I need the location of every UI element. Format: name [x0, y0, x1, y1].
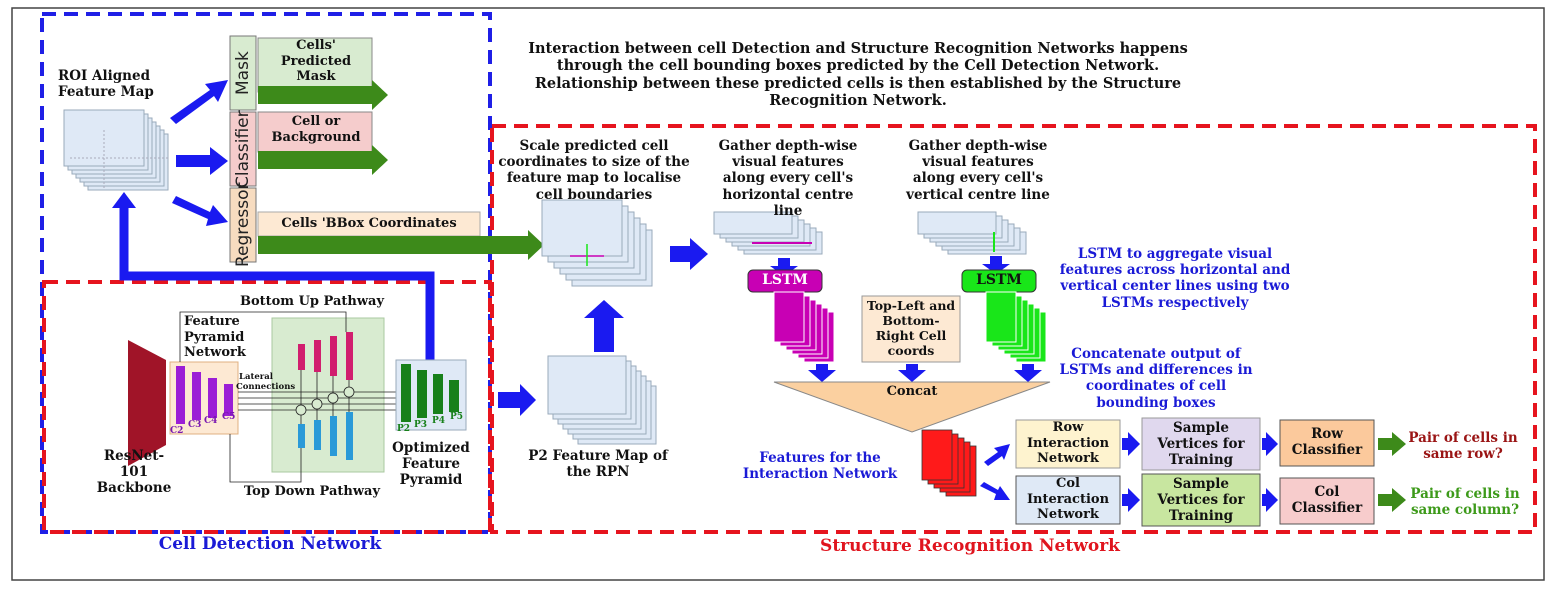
outer-frame: [11, 7, 1545, 581]
gather-vertical-label: Gather depth-wise visual features along …: [906, 138, 1050, 203]
fpn-label: Feature Pyramid Network: [184, 314, 246, 361]
regressor-head-box: [229, 187, 257, 263]
mask-output-box: [257, 37, 373, 93]
roi-to-head-arrows: [170, 80, 228, 226]
scale-text: Scale predicted cell coordinates to size…: [498, 138, 690, 203]
row-sample-box: [1141, 417, 1261, 471]
pipeline-arrows: [1122, 432, 1278, 512]
regressor-head-label: Regressor: [233, 182, 253, 268]
classifier-head-label: Classifier: [233, 110, 253, 188]
features-label: Features for the Interaction Network: [742, 450, 898, 483]
interaction-feature-stack: [921, 429, 977, 497]
lstm-v-arrow: [982, 256, 1010, 274]
mask-head-label: Mask: [233, 51, 253, 95]
optimized-label: Optimized Feature Pyramid: [392, 440, 470, 489]
top-down-label: Top Down Pathway: [243, 484, 381, 499]
c2-label: C2: [170, 426, 184, 436]
structure-recognition-border: [490, 124, 1537, 534]
lateral-label: Lateral Connections: [236, 372, 296, 393]
lstm-horizontal-label: LSTM: [762, 272, 808, 288]
lstm-h-output-stack: [773, 291, 835, 363]
row-output-label: Pair of cells in same row?: [1408, 430, 1518, 463]
coords-box: [861, 295, 961, 363]
vertical-gather-stack: [917, 211, 1027, 255]
classifier-output-box: [257, 111, 373, 153]
p2-up-arrow: [584, 300, 624, 352]
col-sample-label: Sample Vertices for Training: [1157, 476, 1245, 525]
col-sample-box: [1141, 473, 1261, 527]
p2-label: P2: [397, 424, 411, 434]
c-level-bars: [176, 366, 233, 424]
lstm-h-arrow: [770, 258, 798, 276]
p2-map-label: P2 Feature Map of the RPN: [528, 448, 668, 481]
c3-label: C3: [188, 420, 202, 430]
col-classifier-box: [1279, 477, 1375, 525]
mask-output-label: Cells' Predicted Mask: [280, 38, 352, 85]
row-interaction-box: [1015, 419, 1121, 469]
gather-horizontal-label: Gather depth-wise visual features along …: [718, 138, 858, 219]
bottom-up-label: Bottom Up Pathway: [239, 294, 385, 309]
output-arrows: [1378, 432, 1406, 512]
c4-label: C4: [204, 416, 218, 426]
bottom-up-bars: [298, 332, 353, 380]
lstm-v-output-stack: [985, 291, 1047, 363]
pathway-box: [271, 317, 385, 473]
backbone-label: ResNet-101 Backbone: [96, 448, 172, 497]
c5-label: C5: [222, 412, 236, 422]
col-interaction-box: [1015, 475, 1121, 525]
scaled-feature-map: [541, 199, 653, 287]
fpn-connectors: [179, 311, 400, 483]
roi-label: ROI Aligned Feature Map: [58, 68, 154, 101]
roi-feature-map: [63, 109, 169, 191]
p4-label: P4: [432, 416, 446, 426]
structure-recognition-title: Structure Recognition Network: [820, 536, 1120, 556]
row-classifier-box: [1279, 419, 1375, 467]
lstm-note: LSTM to aggregate visual features across…: [1059, 246, 1291, 311]
coords-label: Top-Left and Bottom-Right Cell coords: [866, 298, 956, 358]
concat-label: Concat: [886, 384, 938, 399]
p3-label: P3: [414, 420, 428, 430]
concat-input-arrows: [808, 364, 1042, 382]
row-sample-label: Sample Vertices for Training: [1157, 420, 1245, 469]
lstm-vertical-label: LSTM: [976, 272, 1022, 288]
to-gather-arrow: [670, 238, 708, 270]
concat-note: Concatenate output of LSTMs and differen…: [1059, 346, 1253, 411]
p-level-bars: [401, 364, 459, 422]
fpn-region-border: [42, 280, 492, 534]
mask-head-box: [229, 35, 257, 111]
to-interaction-arrows: [980, 444, 1010, 500]
col-output-label: Pair of cells in same column?: [1410, 486, 1520, 519]
cell-detection-title: Cell Detection Network: [158, 534, 382, 554]
col-classifier-label: Col Classifier: [1291, 484, 1363, 517]
top-down-bars: [298, 412, 353, 460]
col-interaction-label: Col Interaction Network: [1026, 476, 1110, 523]
row-interaction-label: Row Interaction Network: [1026, 420, 1110, 467]
p5-label: P5: [450, 412, 464, 422]
to-p2-arrow: [498, 384, 536, 416]
horizontal-gather-stack: [713, 211, 823, 255]
p2-feature-map: [547, 355, 657, 445]
head-output-arrows: [258, 80, 544, 260]
regressor-output-box: [257, 211, 481, 237]
concat-node: [773, 381, 1051, 433]
classifier-head-box: [229, 111, 257, 187]
regressor-output-label: Cells 'BBox Coordinates: [281, 216, 457, 231]
pyramid-to-roi-connector: [112, 192, 435, 360]
classifier-output-label: Cell or Background: [271, 114, 361, 145]
row-classifier-label: Row Classifier: [1291, 426, 1363, 459]
resnet-backbone: [128, 340, 166, 466]
header-description: Interaction between cell Detection and S…: [528, 40, 1188, 110]
